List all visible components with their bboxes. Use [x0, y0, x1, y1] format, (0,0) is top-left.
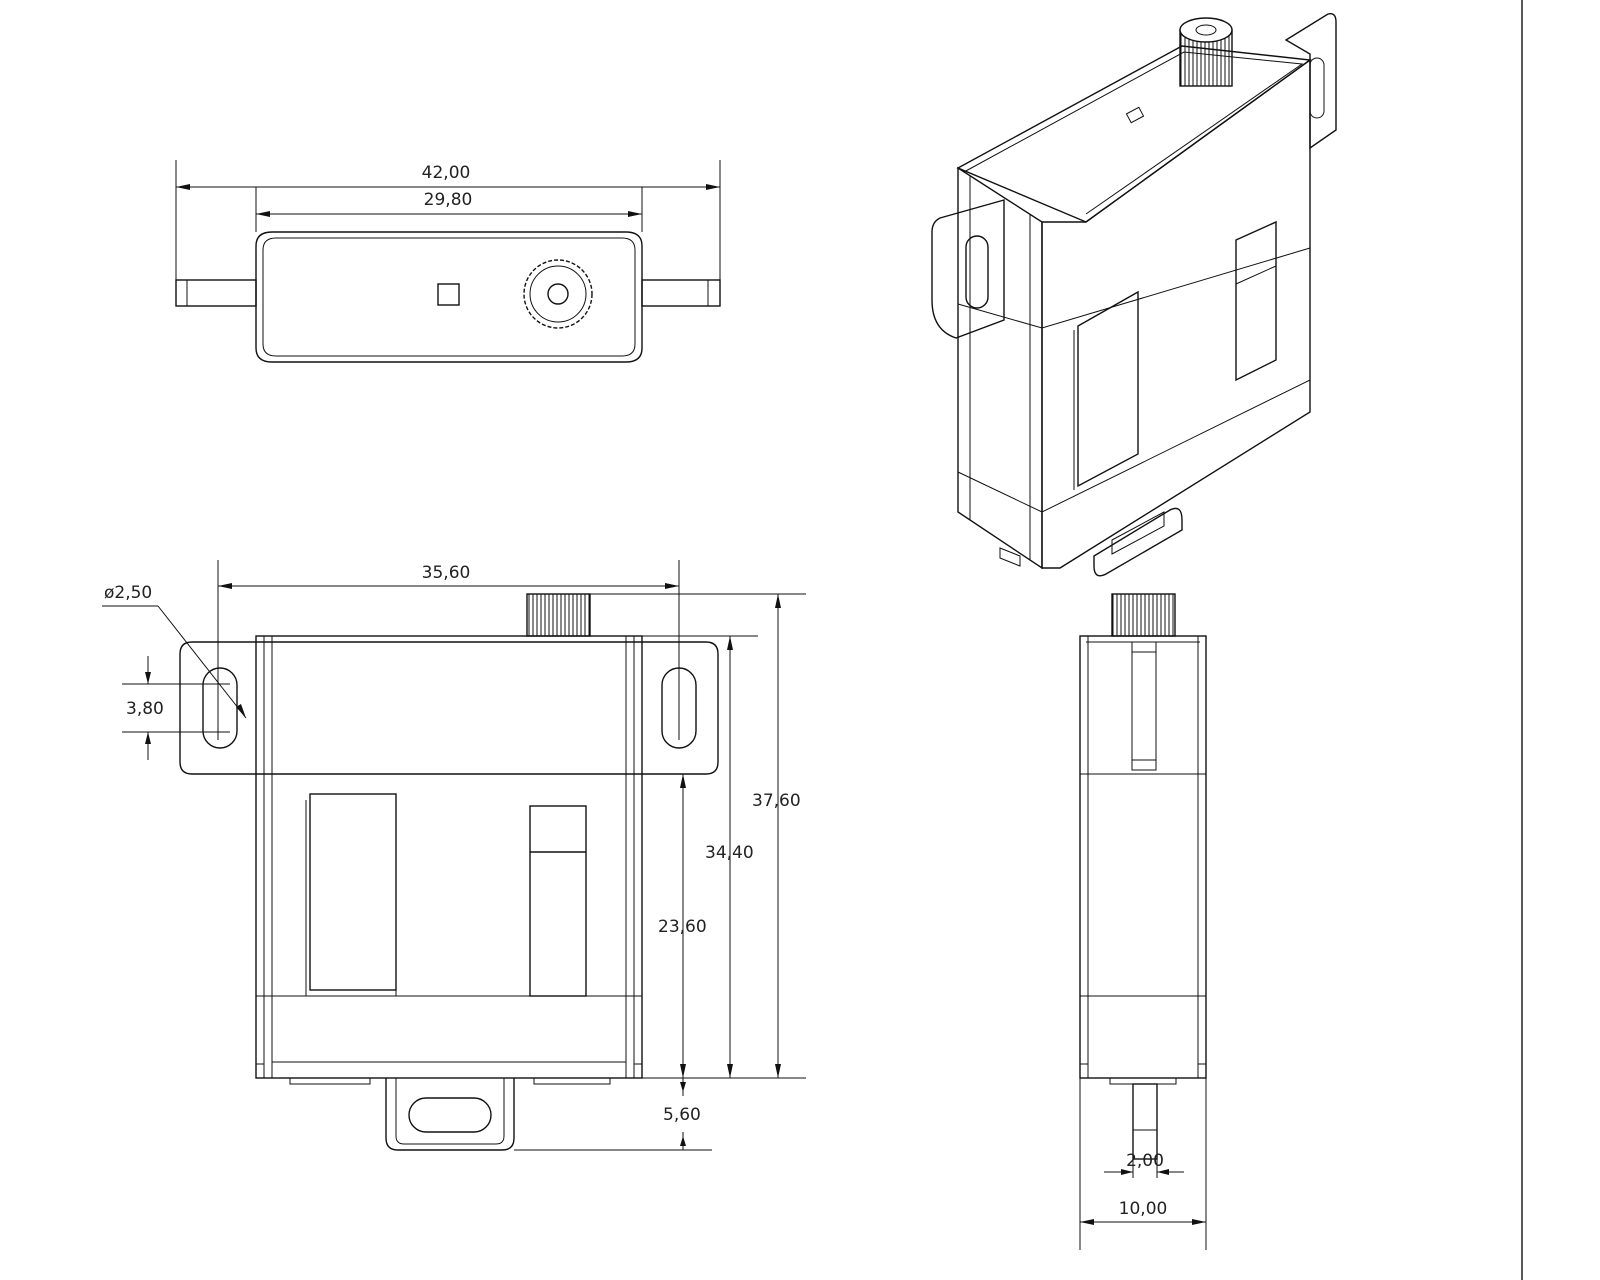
front-view-label-window-right: [529, 805, 587, 997]
dim-overall-width: 42,00: [422, 163, 471, 183]
dim-body-thickness: 10,00: [1119, 1199, 1168, 1219]
dim-slot-length: 3,80: [126, 699, 164, 719]
dim-bottom-tab: 5,60: [663, 1105, 701, 1125]
top-view-body-inner: [262, 237, 636, 357]
dim-lower-height: 23,60: [658, 917, 707, 937]
dim-total-height: 37,60: [752, 791, 801, 811]
iso-spline-top: [1179, 17, 1233, 43]
iso-left-face: [957, 166, 1043, 570]
side-view: 2,00 10,00: [1079, 593, 1207, 1250]
dim-hole-diameter: ø2,50: [104, 583, 152, 603]
top-view-square-hole: [437, 283, 460, 306]
front-view-bottom-tab: [385, 1078, 515, 1151]
top-view-body-outline: [255, 231, 643, 363]
top-view: 42,00 29,80: [175, 160, 721, 363]
dim-tab-thickness: 2,00: [1126, 1151, 1164, 1171]
dim-hole-spacing: 35,60: [422, 563, 471, 583]
iso-left-ear-slot: [965, 235, 989, 309]
side-view-case: [1079, 635, 1207, 1079]
front-view-mounting-flange: [179, 641, 719, 775]
iso-right-ear-slot: [1309, 57, 1325, 119]
dim-body-width: 29,80: [424, 190, 473, 210]
side-view-spline: [1111, 593, 1176, 637]
top-view-shaft-hole: [547, 283, 569, 305]
side-view-bottom-tab: [1132, 1083, 1158, 1160]
iso-left-ear: [931, 199, 1005, 339]
front-view-bottom-slot: [408, 1097, 492, 1133]
front-view: ø2,50 3,80 35,60 37,60 34,40 23,60: [102, 560, 806, 1151]
isometric-view: [931, 12, 1337, 577]
front-view-label-window-left: [309, 793, 397, 991]
front-view-case: [255, 635, 643, 1079]
iso-top-face: [956, 45, 1312, 223]
iso-right-ear: [1284, 12, 1337, 150]
front-view-spline: [526, 593, 591, 637]
side-view-tab-edge: [1131, 641, 1157, 771]
iso-label-window: [1077, 290, 1139, 488]
iso-bottom-tab: [1093, 507, 1183, 577]
top-view-spline-gear: [523, 259, 593, 329]
iso-square-hole: [1125, 106, 1145, 124]
iso-right-window: [1235, 220, 1277, 382]
front-view-left-slot: [202, 667, 238, 749]
dim-height-to-tabs: 34,40: [705, 843, 754, 863]
top-view-left-tab: [175, 279, 257, 307]
